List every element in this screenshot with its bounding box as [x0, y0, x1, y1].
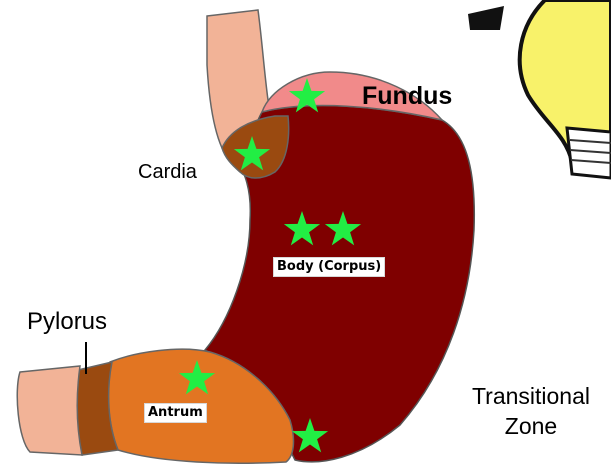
antrum-label: Antrum — [144, 403, 207, 423]
transitional-label-line2: Zone — [456, 412, 606, 442]
cardia-label: Cardia — [138, 162, 197, 182]
lightbulb-icon — [468, 0, 611, 178]
body-label: Body (Corpus) — [273, 257, 385, 277]
fundus-label: Fundus — [362, 84, 452, 109]
pylorus-label: Pylorus — [27, 310, 107, 334]
transitional-zone-label: Transitional Zone — [456, 382, 606, 442]
lightbulb-spark — [468, 6, 504, 30]
duodenum-region — [17, 366, 82, 455]
transitional-label-line1: Transitional — [456, 382, 606, 412]
